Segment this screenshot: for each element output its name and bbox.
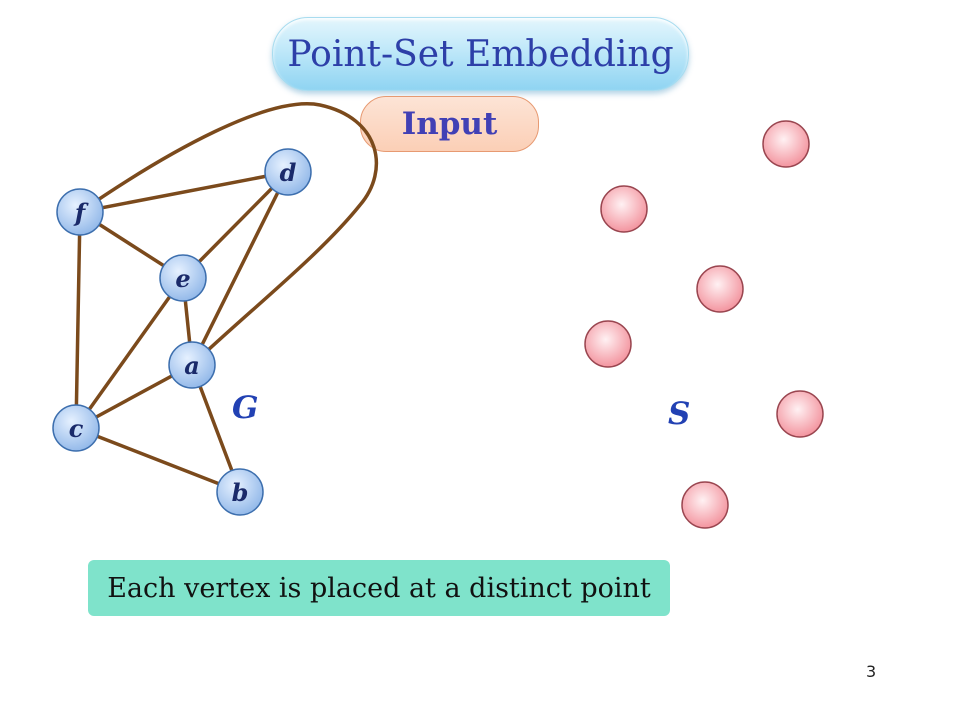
- point-3: [696, 265, 744, 313]
- input-label: Input: [401, 106, 498, 142]
- vertex-e: e: [159, 254, 207, 302]
- point-4: [584, 320, 632, 368]
- vertex-label-d: d: [280, 158, 297, 187]
- caption-box: Each vertex is placed at a distinct poin…: [88, 560, 670, 616]
- vertex-label-f: f: [73, 198, 89, 227]
- title-banner: Point-Set Embedding: [272, 17, 689, 91]
- edge-f-d: [78, 170, 290, 214]
- point-2: [600, 185, 648, 233]
- point-set: [584, 120, 824, 529]
- edge-e-d: [181, 170, 290, 280]
- point-6: [681, 481, 729, 529]
- edge-c-b: [74, 426, 242, 494]
- vertex-label-a: a: [184, 351, 200, 380]
- vertex-a: a: [168, 341, 216, 389]
- vertex-c: c: [52, 404, 100, 452]
- graph-vertices: d f e a c b: [52, 148, 312, 516]
- page-title: Point-Set Embedding: [287, 33, 674, 75]
- vertex-label-c: c: [69, 414, 84, 443]
- vertex-f: f: [56, 188, 104, 236]
- input-badge: Input: [360, 96, 539, 152]
- graph-label: G: [232, 390, 259, 426]
- vertex-d: d: [264, 148, 312, 196]
- edge-f-c: [74, 210, 82, 430]
- edge-e-c: [74, 276, 185, 430]
- point-1: [762, 120, 810, 168]
- vertex-b: b: [216, 468, 264, 516]
- point-set-label: S: [668, 396, 691, 432]
- page-number: 3: [866, 662, 877, 681]
- graph-edges: [74, 102, 379, 494]
- edge-d-a: [190, 170, 290, 367]
- vertex-label-e: e: [175, 264, 190, 293]
- edge-f-a: [78, 102, 379, 367]
- point-5: [776, 390, 824, 438]
- vertex-label-b: b: [232, 478, 249, 507]
- caption-text: Each vertex is placed at a distinct poin…: [107, 572, 651, 604]
